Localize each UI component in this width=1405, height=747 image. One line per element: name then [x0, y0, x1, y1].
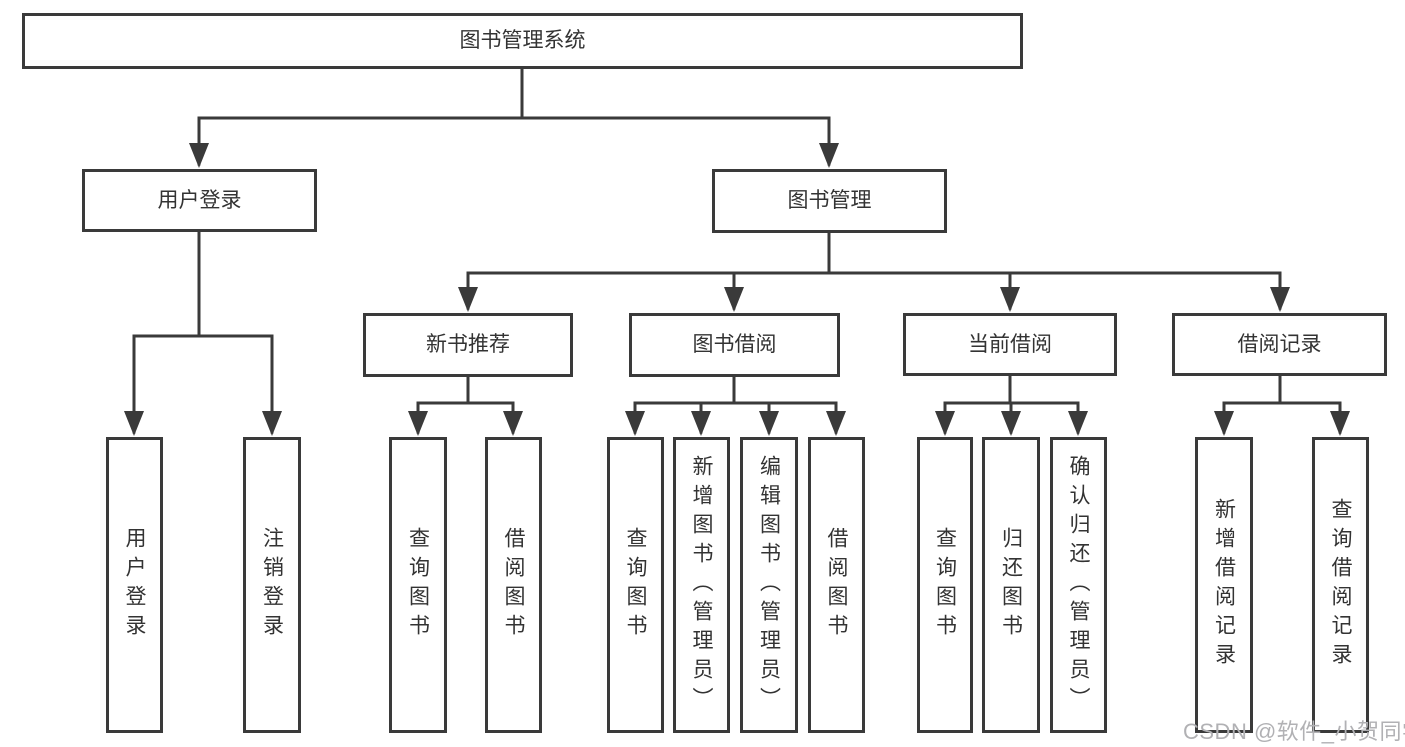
leaf-logout: 注销登录 — [243, 437, 301, 733]
leaf-return-books-label: 归还图书 — [999, 527, 1023, 643]
leaf-edit-books-admin: 编辑图书（管理员） — [740, 437, 798, 733]
node-user-login-label: 用户登录 — [157, 188, 242, 212]
leaf-confirm-return-admin-label: 确认归还（管理员） — [1067, 454, 1090, 716]
leaf-logout-label: 注销登录 — [260, 527, 284, 643]
leaf-query-borrow-record: 查询借阅记录 — [1312, 437, 1369, 733]
wire-recommend-to-leaves — [416, 373, 515, 434]
leaf-add-borrow-record-label: 新增借阅记录 — [1212, 498, 1236, 672]
wire-bookmgmt-to-level3 — [466, 229, 1282, 310]
leaf-add-books-admin: 新增图书（管理员） — [673, 437, 730, 733]
csdn-watermark: CSDN @软件_小贺同学 — [1183, 719, 1405, 744]
node-borrow-records: 借阅记录 — [1172, 313, 1387, 376]
leaf-recommend-borrow-books: 借阅图书 — [485, 437, 542, 733]
leaf-user-login-label: 用户登录 — [123, 527, 146, 643]
leaf-recommend-query-books-label: 查询图书 — [406, 527, 430, 643]
wire-records-to-leaves — [1222, 373, 1342, 434]
node-current-borrow-label: 当前借阅 — [968, 332, 1052, 356]
leaf-borrow-query-books-label: 查询图书 — [624, 527, 647, 643]
wire-borrow-to-leaves — [633, 373, 838, 434]
leaf-edit-books-admin-label: 编辑图书（管理员） — [757, 454, 781, 716]
leaf-query-borrow-record-label: 查询借阅记录 — [1329, 498, 1352, 672]
leaf-recommend-borrow-books-label: 借阅图书 — [502, 527, 525, 643]
leaf-current-query-books: 查询图书 — [917, 437, 973, 733]
wire-userlogin-to-leaves — [132, 228, 274, 434]
leaf-borrow-query-books: 查询图书 — [607, 437, 664, 733]
leaf-borrow-books-label: 借阅图书 — [825, 527, 848, 643]
leaf-recommend-query-books: 查询图书 — [389, 437, 447, 733]
arrowheads — [124, 143, 1350, 436]
leaf-add-borrow-record: 新增借阅记录 — [1195, 437, 1253, 733]
leaf-return-books: 归还图书 — [982, 437, 1040, 733]
node-system-root-label: 图书管理系统 — [459, 29, 586, 53]
node-book-management: 图书管理 — [712, 169, 947, 233]
leaf-current-query-books-label: 查询图书 — [933, 527, 957, 643]
node-user-login: 用户登录 — [82, 169, 317, 232]
leaf-borrow-books: 借阅图书 — [808, 437, 865, 733]
node-book-management-label: 图书管理 — [787, 189, 872, 213]
leaf-add-books-admin-label: 新增图书（管理员） — [690, 454, 713, 716]
node-book-borrow-label: 图书借阅 — [692, 333, 777, 357]
leaf-confirm-return-admin: 确认归还（管理员） — [1050, 437, 1107, 733]
wire-root-to-level2 — [197, 64, 831, 166]
node-new-book-recommend: 新书推荐 — [363, 313, 573, 377]
node-current-borrow: 当前借阅 — [903, 313, 1117, 376]
node-system-root: 图书管理系统 — [22, 13, 1023, 69]
node-borrow-records-label: 借阅记录 — [1237, 332, 1322, 356]
leaf-user-login: 用户登录 — [106, 437, 163, 733]
node-new-book-recommend-label: 新书推荐 — [426, 333, 510, 357]
node-book-borrow: 图书借阅 — [629, 313, 840, 377]
